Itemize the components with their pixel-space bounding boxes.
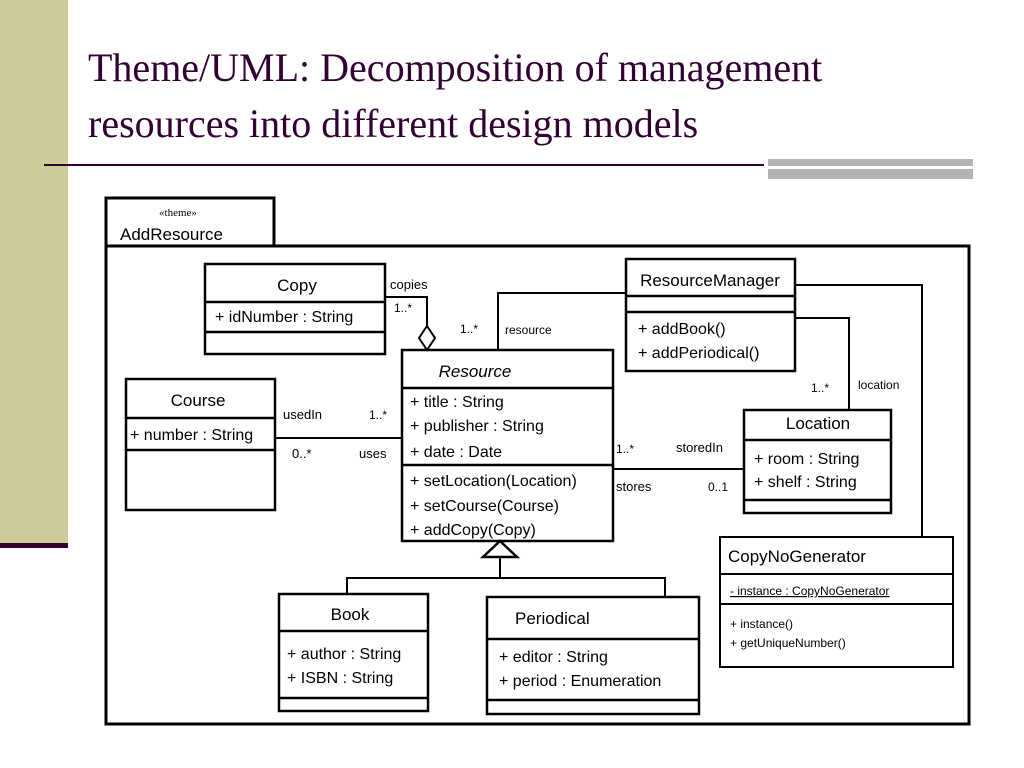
class-resource-attribute: + title : String — [410, 394, 504, 411]
label-copies-multiplicity: 1..* — [394, 301, 412, 315]
class-book-attribute: + ISBN : String — [287, 670, 393, 687]
label-resource-multiplicity: 1..* — [460, 322, 478, 336]
class-copy-no-generator-name: CopyNoGenerator — [728, 547, 866, 566]
class-resource-name: Resource — [439, 362, 512, 381]
label-uses: uses — [359, 446, 387, 461]
class-periodical-name: Periodical — [515, 609, 590, 628]
class-copy-no-generator-operation: + instance() — [730, 617, 793, 631]
label-copies: copies — [390, 277, 428, 292]
package-frame — [104, 196, 971, 726]
slide-title-line-1: Theme/UML: Decomposition of management — [88, 45, 823, 90]
package-body — [104, 244, 971, 726]
label-location-role: location — [858, 378, 899, 392]
association-lines — [275, 284, 923, 597]
package-stereotype: «theme» — [159, 207, 197, 219]
class-resource-manager-name: ResourceManager — [640, 271, 780, 290]
label-usedin: usedIn — [283, 407, 322, 422]
class-location-name: Location — [786, 414, 850, 433]
copy-resource-association — [385, 296, 428, 326]
class-resource-operation: + setLocation(Location) — [410, 473, 577, 490]
class-book-attribute: + author : String — [287, 646, 401, 663]
label-uses-multiplicity: 0..* — [292, 446, 312, 461]
class-course-name: Course — [171, 391, 226, 410]
title-accent-bar — [768, 159, 973, 179]
class-resource-operation: + setCourse(Course) — [410, 498, 559, 515]
class-resource-manager-operation: + addBook() — [638, 321, 726, 338]
class-copy — [203, 262, 387, 356]
aggregation-diamond — [417, 324, 437, 352]
class-copy-attribute: + idNumber : String — [215, 309, 353, 326]
class-resource-operation: + addCopy(Copy) — [410, 522, 536, 539]
class-resource-manager-operation: + addPeriodical() — [638, 345, 759, 362]
label-resource-role: resource — [505, 323, 552, 337]
class-location-attribute: + room : String — [754, 451, 859, 468]
label-storedin: storedIn — [676, 440, 723, 455]
class-periodical — [485, 595, 701, 716]
sidebar-accent — [0, 0, 68, 548]
label-location-multiplicity: 1..* — [811, 381, 829, 395]
class-copy-no-generator-attribute: - instance : CopyNoGenerator — [730, 584, 889, 598]
class-resource-attribute: + publisher : String — [410, 418, 544, 435]
label-stores-multiplicity: 0..1 — [708, 480, 728, 494]
class-location-attribute: + shelf : String — [754, 474, 857, 491]
package-name: AddResource — [120, 225, 223, 244]
generalization-branch-periodical — [500, 577, 666, 597]
class-resource-attribute: + date : Date — [410, 444, 502, 461]
class-copy-name: Copy — [277, 276, 317, 295]
slide-title: Theme/UML: Decomposition of management r… — [88, 40, 1008, 152]
resourcemanager-copynogenerator-association — [795, 284, 923, 537]
generalization-arrowhead — [479, 539, 521, 559]
generalization-tree — [346, 557, 501, 594]
sidebar-rule — [0, 543, 68, 548]
class-copy-no-generator — [719, 536, 954, 668]
class-resource — [400, 348, 615, 543]
class-resource-manager — [624, 257, 797, 373]
class-course-attribute: + number : String — [130, 427, 253, 444]
label-usedin-multiplicity: 1..* — [369, 408, 387, 422]
title-accent-bar-stripe — [768, 166, 973, 169]
class-copy-no-generator-operation: + getUniqueNumber() — [730, 636, 846, 650]
class-course — [124, 377, 277, 512]
class-location — [742, 408, 893, 515]
slide-title-line-2: resources into different design models — [88, 101, 699, 146]
label-storedin-multiplicity: 1..* — [616, 442, 634, 456]
class-book-name: Book — [331, 605, 370, 624]
class-periodical-attribute: + editor : String — [499, 649, 608, 666]
class-periodical-attribute: + period : Enumeration — [499, 673, 661, 690]
title-underline — [44, 164, 764, 166]
resource-resourcemanager-association — [497, 292, 626, 350]
resourcemanager-location-association — [795, 317, 850, 410]
class-book — [277, 592, 430, 713]
label-stores: stores — [616, 479, 652, 494]
